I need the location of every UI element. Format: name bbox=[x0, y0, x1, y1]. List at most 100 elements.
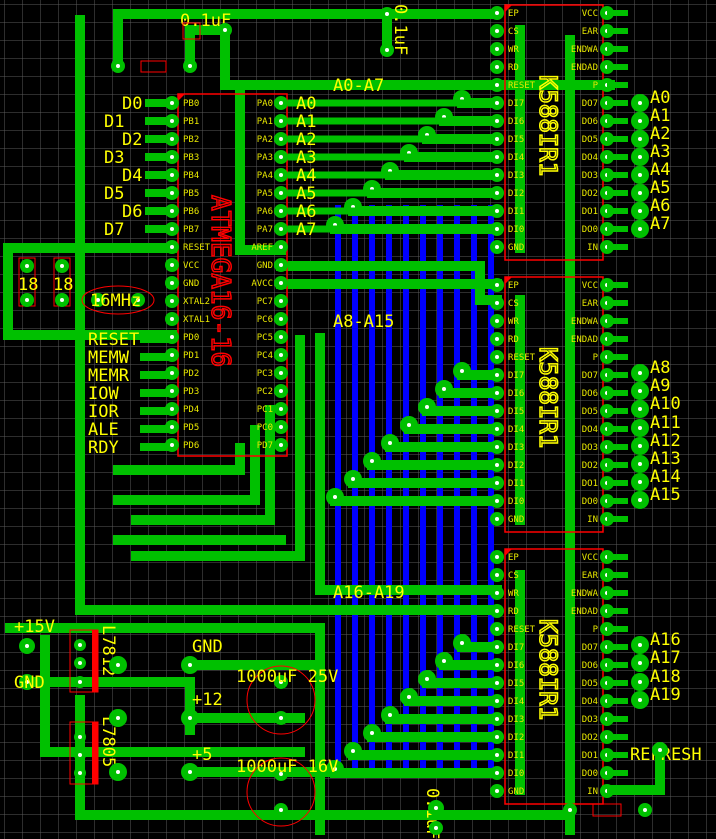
drill-hole bbox=[170, 389, 174, 393]
latch-pin-label: CS bbox=[508, 27, 519, 37]
data-label: D4 bbox=[122, 166, 142, 186]
mcu-pin-label: PC2 bbox=[257, 387, 273, 397]
drill-hole bbox=[170, 371, 174, 375]
drill-hole bbox=[495, 609, 499, 613]
latch-1: EPCSWRRDRESETDI7DI6DI5DI4DI3DI2DI1DI0GND… bbox=[490, 4, 628, 261]
latch-pin-label: VCC bbox=[582, 9, 598, 19]
drill-hole bbox=[170, 119, 174, 123]
drill-hole bbox=[495, 573, 499, 577]
drill-hole bbox=[78, 680, 82, 684]
drill-hole bbox=[568, 808, 572, 812]
drill-hole bbox=[495, 65, 499, 69]
mcu-pin-label: PD1 bbox=[183, 351, 199, 361]
mcu-pin-label: PD2 bbox=[183, 369, 199, 379]
drill-hole bbox=[170, 443, 174, 447]
control-label: MEMW bbox=[88, 348, 130, 368]
drill-hole bbox=[495, 301, 499, 305]
latch-pin-label: CS bbox=[508, 571, 519, 581]
capacitor-label: 1000uF 16V bbox=[236, 757, 338, 777]
drill-hole bbox=[279, 317, 283, 321]
drill-hole bbox=[351, 477, 355, 481]
mcu-pin-label: PD4 bbox=[183, 405, 199, 415]
latch-pin-label: EAR bbox=[582, 571, 599, 581]
drill-hole bbox=[495, 227, 499, 231]
latch-pin-label: EAR bbox=[582, 299, 599, 309]
gnd-label: GND bbox=[192, 637, 223, 657]
crystal-outline bbox=[81, 285, 155, 315]
drill-hole bbox=[25, 680, 29, 684]
latch-pin-label: DI7 bbox=[508, 643, 524, 653]
latch-pin-label: DO3 bbox=[582, 715, 598, 725]
latch-pin-label: DO4 bbox=[582, 153, 598, 163]
drill-hole bbox=[351, 749, 355, 753]
drill-hole bbox=[333, 495, 337, 499]
address-output-label: A4 bbox=[650, 160, 670, 180]
drill-hole bbox=[279, 263, 283, 267]
latch-pin-label: DI5 bbox=[508, 679, 524, 689]
regulator-tab bbox=[92, 630, 98, 692]
latch-pin-label: DI4 bbox=[508, 153, 524, 163]
drill-hole bbox=[495, 591, 499, 595]
mcu-pin-label: PA7 bbox=[257, 225, 273, 235]
drill-hole bbox=[279, 299, 283, 303]
latch-pin-label: DO0 bbox=[582, 225, 598, 235]
drill-hole bbox=[279, 101, 283, 105]
address-label: A0 bbox=[296, 94, 316, 114]
drill-hole bbox=[279, 353, 283, 357]
drill-hole bbox=[643, 808, 647, 812]
regulator-tab bbox=[92, 722, 98, 784]
latch-pin-label: DO2 bbox=[582, 461, 598, 471]
drill-hole bbox=[279, 227, 283, 231]
drill-hole bbox=[385, 12, 389, 16]
mcu-pin-label: PC5 bbox=[257, 333, 273, 343]
drill-hole bbox=[638, 155, 642, 159]
latch-pin-label: DO7 bbox=[582, 643, 598, 653]
latch-pin-label: DO3 bbox=[582, 171, 598, 181]
drill-hole bbox=[279, 335, 283, 339]
address-output-label: A3 bbox=[650, 142, 670, 162]
latch-pin-label: DO0 bbox=[582, 497, 598, 507]
crystal-label: 16MHz bbox=[90, 291, 141, 311]
drill-hole bbox=[495, 753, 499, 757]
drill-hole bbox=[495, 47, 499, 51]
drill-hole bbox=[170, 353, 174, 357]
drill-hole bbox=[25, 298, 29, 302]
latch-pin-label: DI3 bbox=[508, 715, 524, 725]
drill-hole bbox=[170, 209, 174, 213]
drill-hole bbox=[495, 319, 499, 323]
latch-pin-label: DI2 bbox=[508, 733, 524, 743]
crystal-cap-label: 18 bbox=[53, 275, 73, 295]
mcu-pin-label: PC6 bbox=[257, 315, 273, 325]
drill-hole bbox=[495, 681, 499, 685]
latch-pin-label: DI6 bbox=[508, 661, 524, 671]
drill-hole bbox=[495, 209, 499, 213]
latch-outline bbox=[504, 4, 604, 261]
drill-hole bbox=[495, 245, 499, 249]
latch-pin-label: DI4 bbox=[508, 425, 524, 435]
drill-hole bbox=[638, 426, 642, 430]
drill-hole bbox=[495, 29, 499, 33]
mcu-pin-label: PD7 bbox=[257, 441, 273, 451]
latch-name: K588IR1 bbox=[534, 619, 562, 720]
drill-hole bbox=[495, 283, 499, 287]
latch-pin-label: EAR bbox=[582, 27, 599, 37]
latch-pin-label: RESET bbox=[508, 625, 536, 635]
latch-pin-label: DO4 bbox=[582, 425, 598, 435]
v5-label: +5 bbox=[192, 745, 212, 765]
drill-hole bbox=[170, 227, 174, 231]
drill-hole bbox=[136, 298, 140, 302]
data-label: D5 bbox=[104, 184, 124, 204]
drill-hole bbox=[188, 770, 192, 774]
mcu-pin-label: PC0 bbox=[257, 423, 273, 433]
drill-hole bbox=[495, 173, 499, 177]
latch-pin-label: DO0 bbox=[582, 769, 598, 779]
latch-pin-label: CS bbox=[508, 299, 519, 309]
drill-hole bbox=[279, 371, 283, 375]
drill-hole bbox=[279, 191, 283, 195]
latch-outline bbox=[504, 548, 604, 805]
mcu-pin-label: PA1 bbox=[257, 117, 273, 127]
drill-hole bbox=[638, 209, 642, 213]
resistor bbox=[592, 803, 622, 817]
mcu-pin-label: PC4 bbox=[257, 351, 273, 361]
mcu-pin-label: PB7 bbox=[183, 225, 199, 235]
